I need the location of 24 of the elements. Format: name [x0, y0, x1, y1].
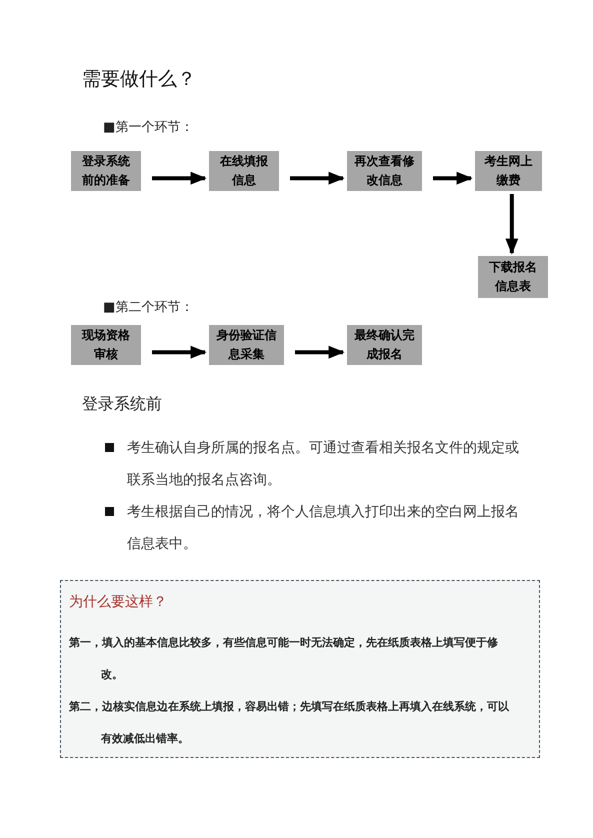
arrow	[295, 346, 345, 359]
arrow	[152, 346, 207, 359]
process-box: 再次查看修改信息	[347, 151, 422, 191]
arrow	[433, 172, 473, 185]
process-box: 登录系统前的准备	[71, 151, 141, 191]
arrow	[152, 172, 207, 185]
process-box: 考生网上缴费	[475, 151, 542, 191]
section-label: ■第二个环节：	[103, 299, 194, 316]
note-paragraph: 第二，边核实信息边在系统上填报，容易出错；先填写在纸质表格上再填入在线系统，可以有效减低出错率。	[69, 699, 510, 747]
process-box: 身份验证信息采集	[209, 325, 284, 365]
bullet-text: 考生根据自己的情况，将个人信息填入打印出来的空白网上报名信息表中。	[127, 503, 520, 554]
process-box: 现场资格审核	[71, 325, 141, 365]
section-label: ■第一个环节：	[103, 119, 194, 136]
note-heading: 为什么要这样？	[69, 593, 167, 611]
note-paragraph: 第一，填入的基本信息比较多，有些信息可能一时无法确定，先在纸质表格上填写便于修改。	[69, 635, 499, 683]
section-heading: 登录系统前	[82, 394, 162, 415]
process-box: 在线填报信息	[209, 151, 279, 191]
arrow	[505, 194, 518, 255]
note-box	[60, 580, 540, 758]
process-box: 下载报名信息表	[478, 256, 548, 298]
process-box: 最终确认完成报名	[347, 325, 422, 365]
page-title: 需要做什么？	[82, 67, 196, 92]
arrow	[290, 172, 345, 185]
bullet-text: 考生确认自身所属的报名点。可通过查看相关报名文件的规定或联系当地的报名点咨询。	[127, 439, 520, 490]
